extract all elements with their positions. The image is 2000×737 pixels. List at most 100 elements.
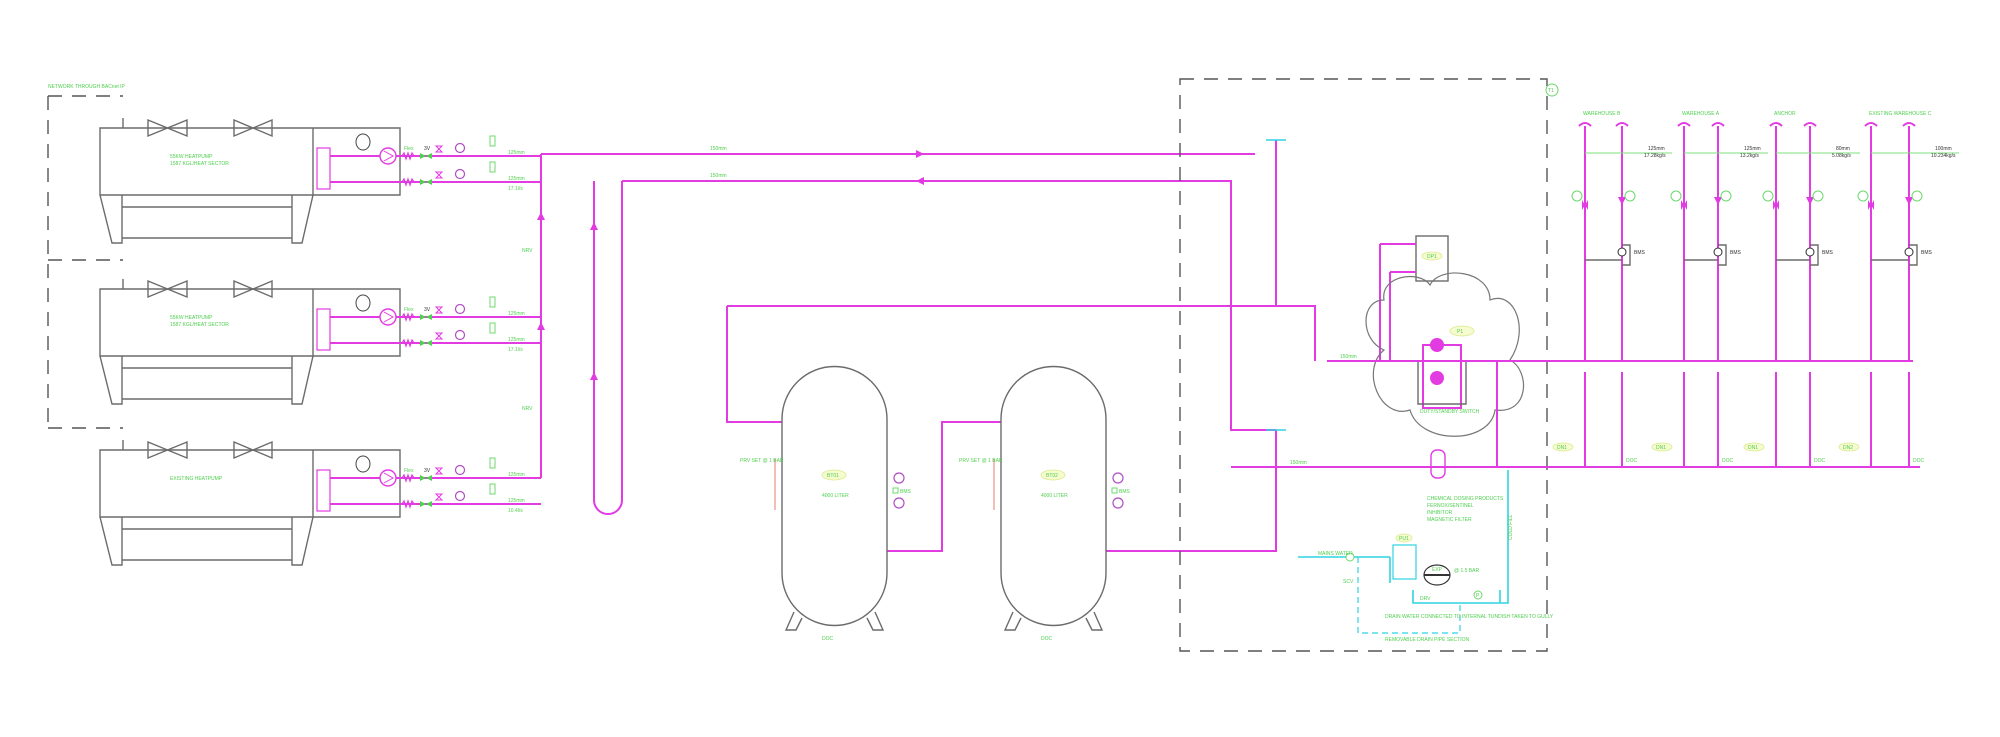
isolation-valve-icon <box>147 118 188 138</box>
valve-tag-label: DN1 <box>1748 445 1758 451</box>
unit-casing <box>99 118 401 244</box>
temperature-sensor-icon <box>1670 190 1682 202</box>
expansion-vessel-icon <box>355 133 371 151</box>
control-valve-icon <box>420 153 432 185</box>
break-tank <box>1392 544 1417 580</box>
supply-return-headers <box>540 153 1276 515</box>
heat-exchanger-header <box>316 469 331 512</box>
branch-flow: 5.08kg/s <box>1832 153 1851 159</box>
drain-label: DOC <box>1041 636 1053 642</box>
bms-label: BMS <box>1921 250 1933 256</box>
pump-icon <box>383 150 395 162</box>
tank-tag <box>821 469 847 481</box>
zone-tag-label: T1 <box>1548 88 1554 94</box>
flow-rate: 17.1l/s <box>508 347 523 353</box>
break-tank-tag-label: PU1 <box>1399 536 1409 542</box>
branch-pipes <box>1677 122 1725 467</box>
dosing-pot <box>1430 449 1446 479</box>
drain-label: DOC <box>822 636 834 642</box>
test-point-icon <box>434 171 444 179</box>
pump-icon <box>379 147 397 165</box>
cold-fill-pipe <box>1298 470 1509 604</box>
heat-exchanger-header <box>316 308 331 351</box>
branch-circuits: WAREHOUSE B125mm17.28kg/sBMSDN1DOCWAREHO… <box>1552 111 1959 467</box>
drain-label: DOC <box>1626 458 1638 464</box>
revision-cloud <box>1365 272 1525 437</box>
return-header-label: 150mm <box>710 173 727 179</box>
pump-tag <box>1449 325 1475 337</box>
heat-exchanger-header <box>316 147 331 190</box>
separator-tag <box>1421 251 1443 261</box>
isolation-valve-icon <box>233 440 273 460</box>
valve-tag-label: DN1 <box>1557 445 1567 451</box>
pump-switch-label: DUTY/STANDBY SWITCH <box>1420 409 1480 415</box>
vessel-tag: EXP <box>1432 567 1443 573</box>
dosing-note: MAGNETIC FILTER <box>1427 517 1472 523</box>
expansion-vessel-icon <box>355 455 371 473</box>
tank-tag-label: BT02 <box>1046 473 1058 479</box>
unit-casing <box>99 279 401 405</box>
pump-icon <box>383 311 395 323</box>
bms-label: BMS <box>1730 250 1742 256</box>
buffer-pipework <box>726 140 1316 552</box>
branch-size: 100mm <box>1935 146 1952 152</box>
unit-casing <box>99 440 401 566</box>
bms-control-link <box>1585 244 1631 266</box>
branch-name: WAREHOUSE A <box>1682 111 1720 117</box>
tank-capacity: 4000 LITER <box>822 493 849 499</box>
flow-return-bus <box>1231 360 1920 468</box>
meter-icon <box>1345 552 1355 562</box>
pump-icon <box>1430 338 1444 352</box>
bms-label: BMS <box>1822 250 1834 256</box>
flow-arrow-icon <box>537 212 598 380</box>
isolation-valve-icon <box>147 279 188 299</box>
pump-bypass-loop <box>1422 344 1462 409</box>
bus-label: 150mm <box>1290 460 1307 466</box>
branch-size: 80mm <box>1836 146 1850 152</box>
bus-label: 150mm <box>1340 354 1357 360</box>
flexible-connector-icon <box>401 473 415 509</box>
flow-arrow-icon <box>1868 197 1913 210</box>
valve-tag-label: DN2 <box>1843 445 1853 451</box>
flow-arrow-icon <box>1582 197 1626 210</box>
pressure-gauge-icon <box>454 142 466 154</box>
control-valve-icon <box>1713 247 1723 257</box>
flow-arrow-icon <box>916 150 924 185</box>
separator-connections <box>1379 243 1416 361</box>
tank-shell <box>1000 365 1107 627</box>
tank-legs <box>784 611 885 631</box>
flex-label: Flex <box>404 307 414 313</box>
temperature-sensor-icon <box>1624 190 1636 202</box>
water-makeup: MAINS WATER PU1 EXP @ 1.5 BAR P SCV DRV … <box>1298 470 1554 643</box>
temperature-gauge-icon <box>1112 472 1124 484</box>
pressure-gauge-icon <box>1473 590 1483 600</box>
test-point-icon <box>434 493 444 501</box>
return-size: 125mm <box>508 498 525 504</box>
isolation-valve-icon <box>147 440 188 460</box>
pump-icon <box>383 472 395 484</box>
network-label: NETWORK THROUGH BACnet IP <box>48 84 126 90</box>
pump-icon <box>1430 371 1444 385</box>
network-dashed-line <box>47 95 123 429</box>
riser-label: NRV <box>522 248 533 254</box>
expansion-vessel-icon <box>355 294 371 312</box>
tank-tag <box>1040 469 1066 481</box>
branch-size: 125mm <box>1648 146 1665 152</box>
control-valve-icon <box>420 314 432 346</box>
main-headers: 150mm 150mm NRV NRV <box>522 139 1316 552</box>
temperature-gauge-icon <box>893 497 905 509</box>
flex-label: Flex <box>404 146 414 152</box>
thermometer-icon <box>489 322 496 334</box>
supply-size: 125mm <box>508 472 525 478</box>
plantroom-boundary <box>1179 78 1548 652</box>
unit-flow-return-pipes <box>330 477 541 505</box>
test-point-icon <box>434 467 444 475</box>
isolation-valve-icon <box>233 279 273 299</box>
branch-pipes <box>1864 122 1916 467</box>
return-size: 125mm <box>508 176 525 182</box>
tank-capacity: 4000 LITER <box>1041 493 1068 499</box>
